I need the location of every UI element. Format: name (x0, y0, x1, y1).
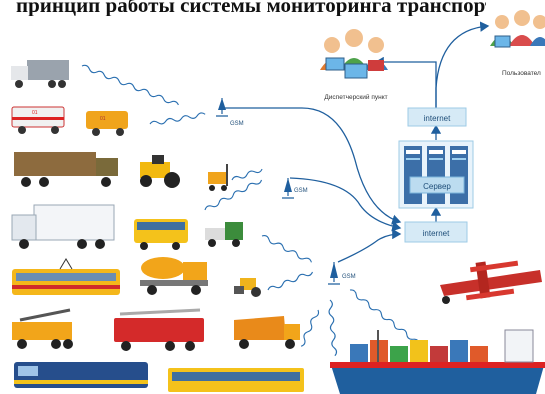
crane-truck-icon (12, 308, 73, 349)
tram-icon (12, 258, 120, 295)
internet-label-bottom: internet (423, 229, 450, 238)
header-text: принцип работы системы мониторинга транс… (16, 0, 486, 16)
wireless-links (81, 64, 420, 357)
airplane-icon (440, 260, 542, 304)
people-icon (320, 29, 388, 79)
antenna-icon (328, 262, 340, 285)
roller-icon (234, 278, 261, 297)
articulated-bus-icon (168, 368, 304, 392)
network-links (222, 21, 490, 263)
box-truck-icon (11, 204, 115, 249)
gsm-label-1: GSM (230, 121, 244, 127)
truck-code-2: 01 (100, 116, 106, 122)
truck-code-1: 01 (32, 110, 38, 116)
antenna-icon (282, 178, 294, 199)
truck-icon (11, 60, 69, 88)
bus-icon (134, 219, 188, 250)
van-icon (86, 111, 128, 136)
internet-label-top: internet (424, 114, 451, 123)
people-icon (490, 10, 545, 48)
forklift-icon (208, 164, 228, 191)
fire-truck-icon (114, 308, 204, 351)
tractor-icon (140, 155, 180, 188)
mixer-icon (140, 257, 208, 295)
ambulance-icon (11, 106, 65, 134)
gsm-label-2: GSM (294, 188, 308, 194)
dump-truck-icon (234, 316, 300, 349)
cargo-ship-icon (330, 329, 545, 394)
users-label: Пользовател (502, 70, 541, 77)
cargo-truck-icon (14, 152, 118, 187)
pickup-icon (205, 222, 243, 247)
server-label: Сервер (423, 182, 451, 191)
gsm-label-3: GSM (342, 274, 356, 280)
locomotive-icon (14, 362, 148, 388)
internet-box-top (407, 107, 467, 127)
dispatch-label: Диспетчерский пункт (324, 93, 387, 101)
antenna-icon (216, 98, 228, 117)
internet-box-bottom (404, 221, 468, 243)
server-icon (398, 140, 474, 209)
